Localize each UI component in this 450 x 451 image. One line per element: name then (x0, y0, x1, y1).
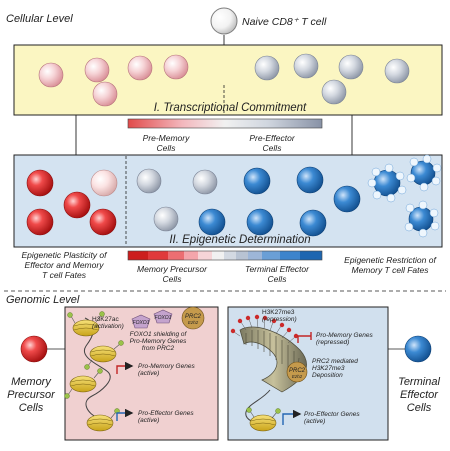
nucleosome (69, 375, 97, 393)
terminal-effector-cell-large (404, 335, 432, 363)
granular-effector-cell (406, 154, 442, 192)
pro-memory-genes-active-1: Pro-Memory Genes (138, 363, 195, 370)
transcriptional-commitment-box (13, 44, 443, 116)
h3k27me3-label-2: (repression) (262, 316, 297, 323)
bar2-left-label-2: Cells (163, 274, 183, 284)
memory-precursor-cell (26, 169, 54, 197)
bar1-left-label-1: Pre-Memory (143, 133, 191, 143)
prc2-deposition-label-3: Deposition (312, 372, 343, 379)
genomic-level-heading: Genomic Level (6, 294, 80, 306)
right-note-2: Memory T cell Fates (352, 265, 430, 275)
right-cell-label-1: Terminal (398, 376, 440, 388)
pro-effector-genes-active-right-2: (active) (304, 418, 325, 425)
foxo1-shield-label-1: FOXO1 shielding of (130, 331, 188, 338)
effector-cell (333, 185, 361, 213)
dna-strand-left (83, 317, 111, 419)
stage1-title: I. Transcriptional Commitment (154, 102, 307, 114)
naive-cd8-cell (210, 7, 238, 35)
left-note-2: Effector and Memory (25, 260, 105, 270)
left-cell-label-2: Precursor (7, 389, 56, 401)
left-cell-label-1: Memory (11, 376, 52, 388)
h3k27ac-marks (64, 311, 124, 419)
bar2-right-label-2: Cells (268, 274, 288, 284)
pre-memory-cell (38, 62, 64, 88)
foxo1-protein: FOXO1 (131, 314, 151, 329)
naive-cell-label: Naive CD8⁺ T cell (242, 16, 327, 28)
svg-text:PRC2: PRC2 (289, 368, 306, 374)
left-note-3: T cell Fates (42, 270, 87, 280)
pre-effector-cell (338, 54, 364, 80)
right-note-1: Epigenetic Restriction of (344, 255, 437, 265)
h3k27me3-label-1: H3K27me3 (262, 309, 295, 316)
pre-effector-cell (384, 58, 410, 84)
determination-gradient-bar (127, 250, 323, 261)
pro-memory-repression-symbol (297, 332, 312, 343)
nucleosome (249, 414, 277, 432)
svg-text:Ezh2: Ezh2 (188, 320, 199, 325)
left-note-1: Epigenetic Plasticity of (21, 250, 108, 260)
memory-precursor-cell (63, 191, 91, 219)
foxo1-shield-label-3: from PRC2 (142, 345, 175, 352)
h3k27me3-marks (230, 314, 299, 344)
bar1-left-label-2: Cells (157, 143, 177, 153)
bar2-right-label-1: Terminal Effector (245, 264, 310, 274)
left-cell-label-3: Cells (19, 402, 44, 414)
memory-precursor-cell (89, 208, 117, 236)
plastic-cell (90, 169, 118, 197)
right-cell-label-2: Effector (400, 389, 439, 401)
effector-cell (296, 166, 324, 194)
bar1-right-label-1: Pre-Effector (249, 133, 296, 143)
nucleosome (89, 345, 117, 363)
intermediate-cell (136, 168, 162, 194)
pro-memory-gene-arrow-left (116, 361, 134, 374)
effector-cell (198, 208, 226, 236)
prc2-deposition-label-1: PRC2 mediated (312, 358, 358, 365)
pre-effector-cell (321, 79, 347, 105)
pro-effector-genes-active-left-1: Pro-Effector Genes (138, 410, 194, 417)
prc2-deposition-label-2: H3K27me3 (312, 365, 345, 372)
foxo1-shield-label-2: Pro-Memory Genes (130, 338, 187, 345)
bar2-left-label-1: Memory Precursor (137, 264, 208, 274)
effector-cell (243, 167, 271, 195)
intermediate-cell (192, 169, 218, 195)
svg-text:Ezh2: Ezh2 (292, 374, 303, 379)
effector-cell (299, 209, 327, 237)
pre-memory-cell (163, 54, 189, 80)
pro-memory-genes-active-2: (active) (138, 370, 159, 377)
pre-effector-cell (254, 55, 280, 81)
pro-effector-genes-active-left-2: (active) (138, 417, 159, 424)
memory-precursor-cell-large (20, 335, 48, 363)
stage2-title: II. Epigenetic Determination (169, 234, 310, 246)
pro-memory-genes-repressed-2: (repressed) (316, 339, 349, 346)
cellular-level-heading: Cellular Level (6, 13, 73, 25)
commitment-gradient-bar (127, 118, 323, 129)
prc2-complex-left: PRC2 Ezh2 (181, 306, 205, 330)
h3k27ac-label-2: (activation) (92, 323, 124, 330)
pro-effector-genes-active-right-1: Pro-Effector Genes (304, 411, 360, 418)
foxo1-protein: FOXO1 (153, 309, 173, 324)
granular-effector-cell (404, 200, 440, 238)
pro-memory-genes-repressed-1: Pro-Memory Genes (316, 332, 373, 339)
granular-effector-cell (367, 163, 407, 203)
svg-text:FOXO1: FOXO1 (155, 315, 172, 321)
bar1-right-label-2: Cells (263, 143, 283, 153)
pro-effector-gene-arrow-left (116, 408, 134, 421)
svg-text:PRC2: PRC2 (185, 314, 202, 320)
pro-effector-gene-arrow-right (282, 409, 302, 425)
svg-text:FOXO1: FOXO1 (133, 320, 150, 326)
nucleosome (86, 414, 114, 432)
h3k27ac-label-1: H3K27ac (92, 316, 119, 323)
pre-memory-cell (84, 57, 110, 83)
pre-memory-cell (92, 81, 118, 107)
prc2-complex-right: PRC2 Ezh2 (286, 361, 308, 383)
pre-memory-cell (127, 55, 153, 81)
pre-effector-cell (293, 53, 319, 79)
effector-cell (246, 208, 274, 236)
nucleosome (72, 319, 100, 337)
intermediate-cell (153, 206, 179, 232)
right-cell-label-3: Cells (407, 402, 432, 414)
memory-precursor-cell (26, 208, 54, 236)
